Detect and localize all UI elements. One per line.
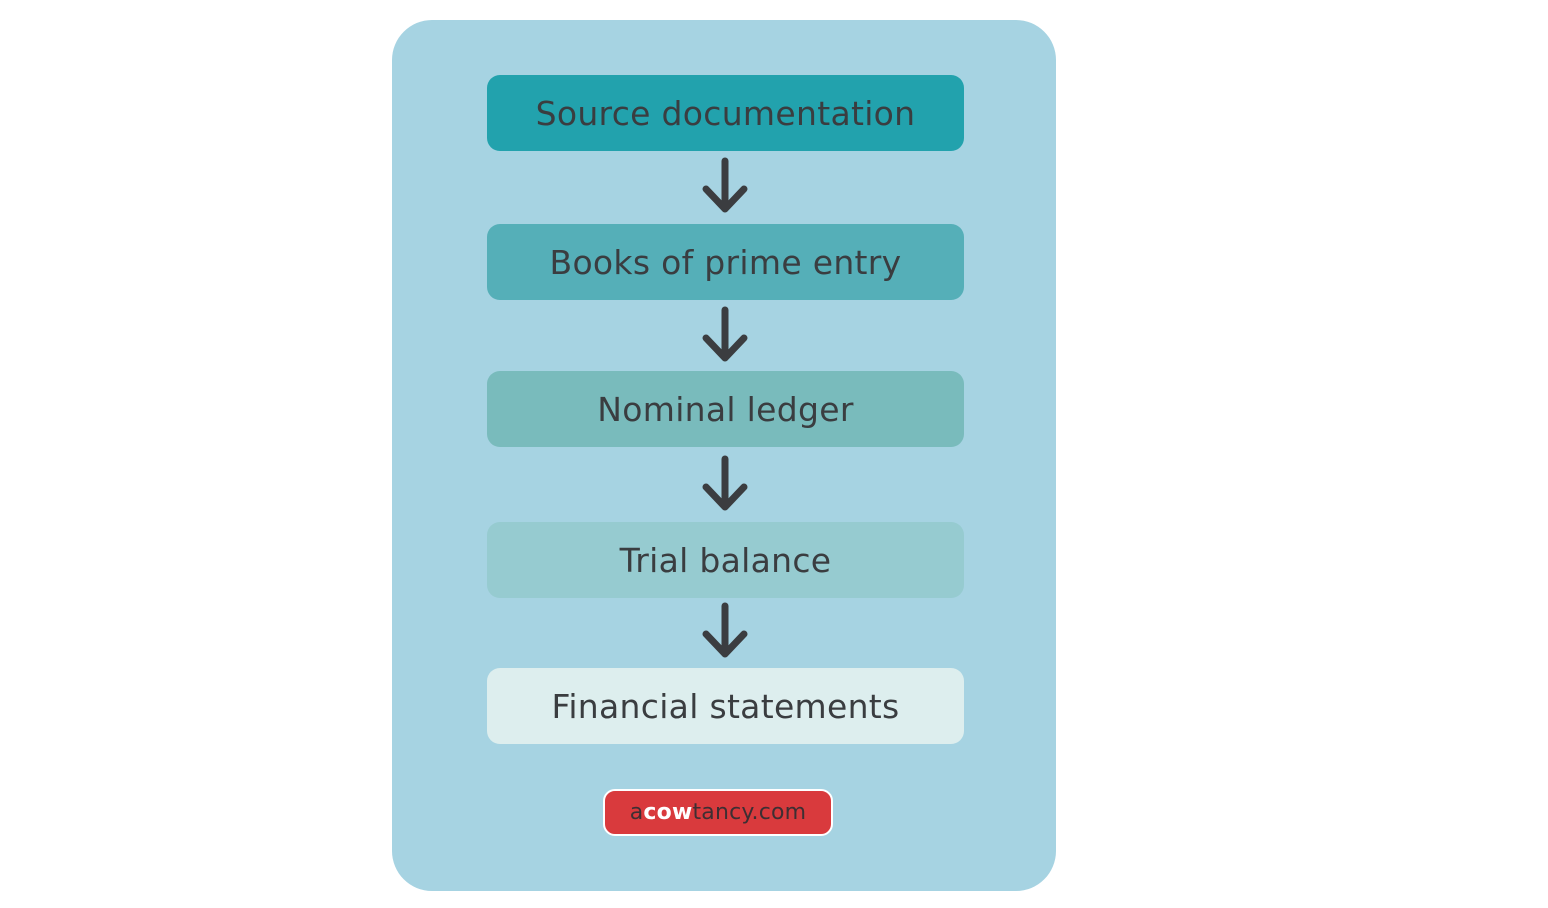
flow-panel: Source documentation Books of prime entr… — [392, 20, 1056, 891]
step-label: Financial statements — [551, 686, 900, 726]
logo-text-tancy: tancy.com — [692, 800, 807, 825]
logo-text-a: a — [629, 800, 644, 825]
down-arrow-icon — [700, 454, 750, 514]
step-trial-balance: Trial balance — [487, 522, 964, 598]
step-label: Books of prime entry — [549, 242, 902, 282]
step-nominal-ledger: Nominal ledger — [487, 371, 964, 447]
step-source-documentation: Source documentation — [487, 75, 964, 151]
down-arrow-icon — [700, 601, 750, 661]
step-label: Nominal ledger — [597, 389, 854, 429]
step-label: Trial balance — [619, 540, 832, 580]
step-financial-statements: Financial statements — [487, 668, 964, 744]
down-arrow-icon — [700, 156, 750, 216]
step-books-of-prime-entry: Books of prime entry — [487, 224, 964, 300]
down-arrow-icon — [700, 305, 750, 365]
step-label: Source documentation — [535, 93, 916, 133]
logo-text-cow: cow — [643, 800, 693, 825]
